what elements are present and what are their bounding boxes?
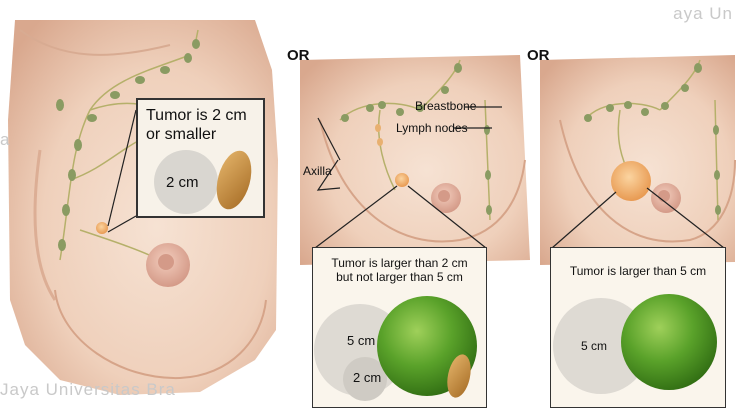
- axilla-label: Axilla: [303, 164, 332, 178]
- or-label-panel-3: OR: [527, 47, 550, 64]
- box-title-line-2: but not larger than 5 cm: [313, 270, 486, 284]
- lime-icon: [621, 294, 717, 390]
- watermark-top-right: aya Un: [673, 4, 733, 24]
- box-title-panel-1: Tumor is 2 cm or smaller: [146, 106, 247, 144]
- box-title-line-1: Tumor is larger than 2 cm: [313, 256, 486, 270]
- size-comparison-panel-2: [313, 284, 485, 409]
- size-comparison-panel-1: [140, 148, 265, 218]
- nipple-panel-1: [146, 243, 190, 287]
- size-label-2cm: 2 cm: [353, 370, 381, 385]
- tumor-medium: [395, 173, 409, 187]
- size-label-panel-1: 2 cm: [166, 174, 199, 191]
- lymph-nodes-label: Lymph nodes: [396, 121, 468, 135]
- size-comparison-panel-3: [551, 284, 725, 409]
- callout-box-panel-2: Tumor is larger than 2 cm but not larger…: [312, 247, 487, 408]
- box-title-line-2: or smaller: [146, 125, 247, 144]
- tumor-large: [611, 161, 651, 201]
- or-label-panel-2: OR: [287, 47, 310, 64]
- size-label-5cm: 5 cm: [347, 333, 375, 348]
- watermark-bottom: Jaya Universitas Bra: [0, 380, 176, 400]
- box-title-panel-3: Tumor is larger than 5 cm: [551, 264, 725, 278]
- peanut-icon: [211, 148, 257, 213]
- callout-box-panel-1: Tumor is 2 cm or smaller 2 cm: [136, 98, 265, 218]
- box-title-line-1: Tumor is 2 cm: [146, 106, 247, 125]
- nipple-panel-3: [651, 183, 681, 213]
- watermark-row-mark: a: [0, 130, 10, 150]
- box-title-panel-2: Tumor is larger than 2 cm but not larger…: [313, 256, 486, 284]
- tumor-small: [96, 222, 108, 234]
- callout-box-panel-3: Tumor is larger than 5 cm 5 cm: [550, 247, 726, 408]
- size-label-5cm: 5 cm: [581, 339, 607, 353]
- breastbone-label: Breastbone: [415, 99, 476, 113]
